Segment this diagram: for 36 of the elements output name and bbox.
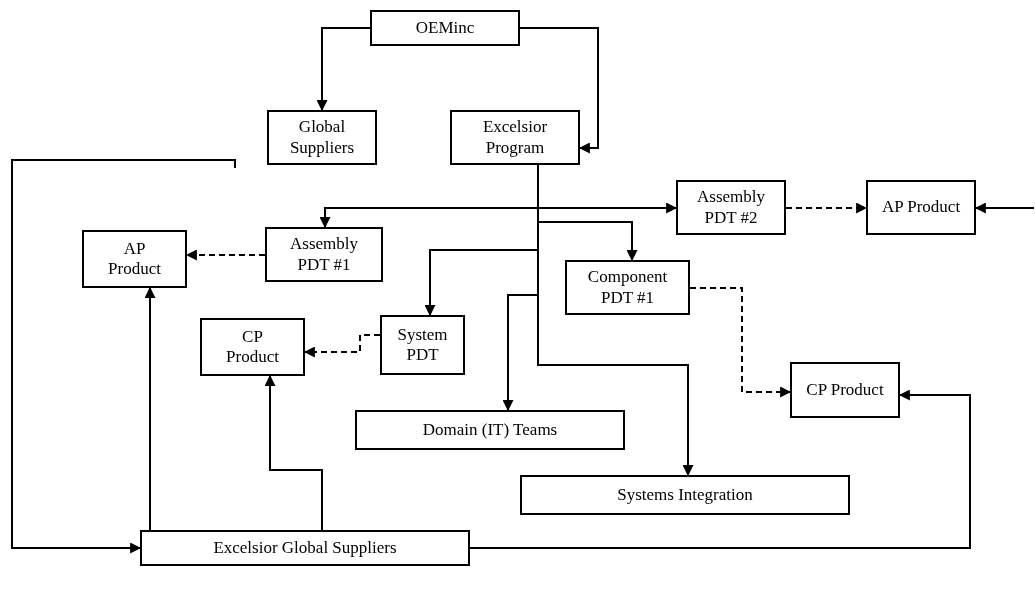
dashed-arrow (689, 287, 792, 398)
arrow (144, 286, 156, 531)
process-box (200, 318, 305, 376)
process-box (450, 110, 580, 165)
arrow (316, 27, 371, 112)
node-label: Global Suppliers (288, 117, 356, 158)
arrow (469, 389, 971, 549)
process-box (370, 10, 520, 46)
node-label: Assembly PDT #1 (289, 234, 359, 275)
process-box (565, 260, 690, 315)
node-label: System PDT (396, 324, 449, 366)
arrow (519, 27, 599, 154)
process-box (265, 227, 383, 282)
process-box (866, 180, 976, 235)
dashed-arrow (785, 202, 868, 214)
node-label: CP Product (806, 379, 884, 401)
node-label: AP Product (881, 197, 961, 218)
node-label: AP Product (107, 238, 162, 280)
process-box (380, 315, 465, 375)
arrow (11, 159, 236, 554)
node-label: Assembly PDT #2 (696, 187, 766, 228)
node-label: Domain (IT) Teams (422, 419, 558, 441)
process-box (676, 180, 786, 235)
node-label: Component PDT #1 (586, 267, 669, 308)
node-label: Systems Integration (617, 484, 753, 506)
node-label: Excelsior Program (481, 117, 549, 158)
process-box (140, 530, 470, 566)
process-box (355, 410, 625, 450)
node-label: Excelsior Global Suppliers (213, 537, 397, 559)
process-box (82, 230, 187, 288)
arrow (264, 374, 323, 531)
process-box (790, 362, 900, 418)
process-box (520, 475, 850, 515)
process-box (267, 110, 377, 165)
node-label: OEMinc (415, 17, 475, 39)
node-label: CP Product (225, 326, 280, 368)
